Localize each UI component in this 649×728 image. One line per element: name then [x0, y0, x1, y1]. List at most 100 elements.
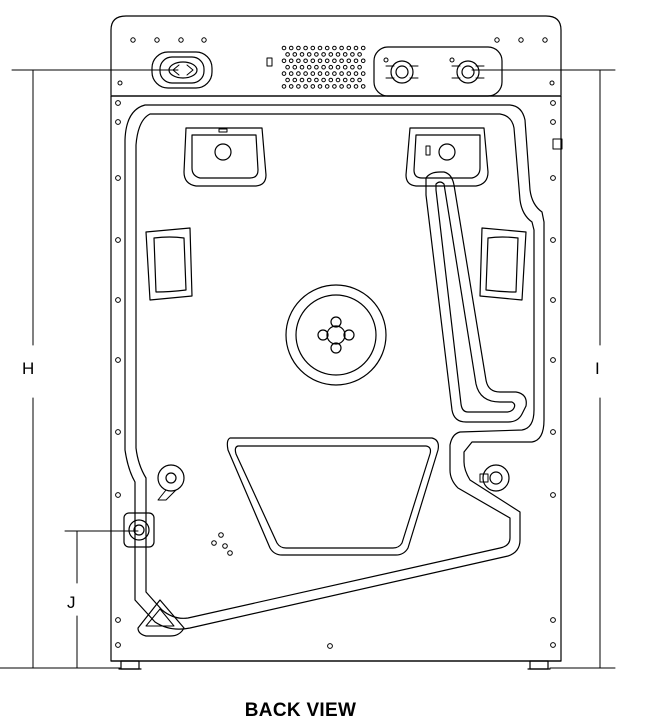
vent-hole — [310, 71, 316, 76]
drum-hub — [285, 284, 387, 386]
vent-hole — [321, 64, 326, 70]
cabinet-top-panel — [110, 15, 562, 96]
vent-hole — [335, 77, 341, 83]
dimension-j — [64, 530, 139, 669]
vent-hole — [288, 45, 294, 51]
vent-hole — [332, 45, 337, 51]
side-recess-left — [145, 227, 193, 301]
dimension-i — [471, 69, 616, 669]
rear-panel — [115, 100, 556, 649]
vent-hole — [299, 64, 305, 70]
vent-hole — [332, 58, 337, 64]
cold-water-inlet — [456, 60, 480, 84]
dimension-h — [0, 69, 179, 669]
vent-hole — [342, 52, 348, 57]
vent-hole — [317, 58, 323, 64]
vent-hole — [317, 84, 323, 89]
vent-hole — [360, 58, 366, 64]
vent-hole — [296, 84, 301, 89]
vent-hole — [332, 71, 337, 76]
drain-hose-channel — [425, 171, 527, 423]
shipping-bolt-right — [479, 464, 510, 492]
vent-hole — [346, 45, 352, 51]
vent-hole — [303, 58, 308, 64]
vent-hole — [321, 52, 326, 57]
vent-hole — [339, 58, 344, 64]
vent-hole — [299, 52, 305, 57]
vent-hole — [346, 84, 352, 89]
vent-hole — [281, 71, 287, 76]
vent-hole — [303, 71, 308, 76]
cabinet — [110, 15, 562, 662]
vent-hole — [357, 64, 362, 70]
leveling-feet — [118, 660, 551, 670]
drain-outlet — [123, 512, 155, 548]
vent-hole — [288, 84, 294, 89]
foot-right — [529, 660, 549, 670]
vent-hole — [324, 71, 330, 76]
vent-hole — [328, 64, 334, 70]
vent-hole — [321, 77, 326, 83]
vent-hole — [324, 84, 330, 89]
vent-grille — [281, 45, 366, 89]
vent-hole — [357, 52, 362, 57]
vent-hole — [285, 77, 290, 83]
dot-cluster — [211, 532, 233, 556]
top-panel-details — [117, 37, 555, 97]
vent-hole — [360, 45, 366, 51]
vent-hole — [292, 77, 298, 83]
vent-hole — [310, 84, 316, 89]
vent-hole — [342, 64, 348, 70]
vent-hole — [303, 45, 308, 51]
vent-hole — [281, 58, 287, 64]
vent-hole — [292, 64, 298, 70]
vent-hole — [335, 64, 341, 70]
vent-hole — [310, 45, 316, 51]
vent-hole — [288, 71, 294, 76]
vent-hole — [299, 77, 305, 83]
lower-panel — [226, 437, 439, 556]
vent-hole — [339, 84, 344, 89]
vent-hole — [281, 45, 287, 51]
foot-bracket-left-inner — [145, 608, 175, 627]
vent-hole — [342, 77, 348, 83]
vent-hole — [324, 58, 330, 64]
vent-hole — [314, 77, 319, 83]
view-caption: BACK VIEW — [244, 700, 357, 721]
vent-hole — [339, 71, 344, 76]
vent-hole — [353, 58, 359, 64]
rear-recess-inner — [135, 113, 535, 619]
rear-recess-outer — [124, 104, 545, 630]
vent-hole — [292, 52, 298, 57]
vent-hole — [357, 77, 362, 83]
vent-hole — [350, 52, 355, 57]
vent-hole — [303, 84, 308, 89]
vent-hole — [324, 45, 330, 51]
top-screw-holes-right — [494, 37, 555, 86]
top-screw-holes-left — [117, 37, 207, 86]
dimension-label-h: H — [22, 359, 35, 378]
vent-hole — [306, 77, 312, 83]
vent-hole — [296, 58, 301, 64]
vent-hole — [314, 64, 319, 70]
water-inlet-panel — [373, 46, 503, 97]
vent-hole — [350, 77, 355, 83]
vent-hole — [360, 84, 366, 89]
vent-hole — [353, 71, 359, 76]
hot-water-inlet — [390, 60, 414, 84]
vent-hole — [296, 71, 301, 76]
vent-hole — [317, 71, 323, 76]
dimension-label-i: I — [595, 359, 600, 378]
vent-hole — [306, 64, 312, 70]
cabinet-body — [110, 95, 562, 662]
vent-hole — [281, 84, 287, 89]
vent-hole — [328, 52, 334, 57]
side-recess-right — [479, 227, 527, 301]
vent-hole — [317, 45, 323, 51]
vent-hole — [285, 52, 290, 57]
foot-left — [120, 660, 140, 670]
vent-hole — [346, 58, 352, 64]
vent-hole — [350, 64, 355, 70]
vent-hole — [353, 45, 359, 51]
